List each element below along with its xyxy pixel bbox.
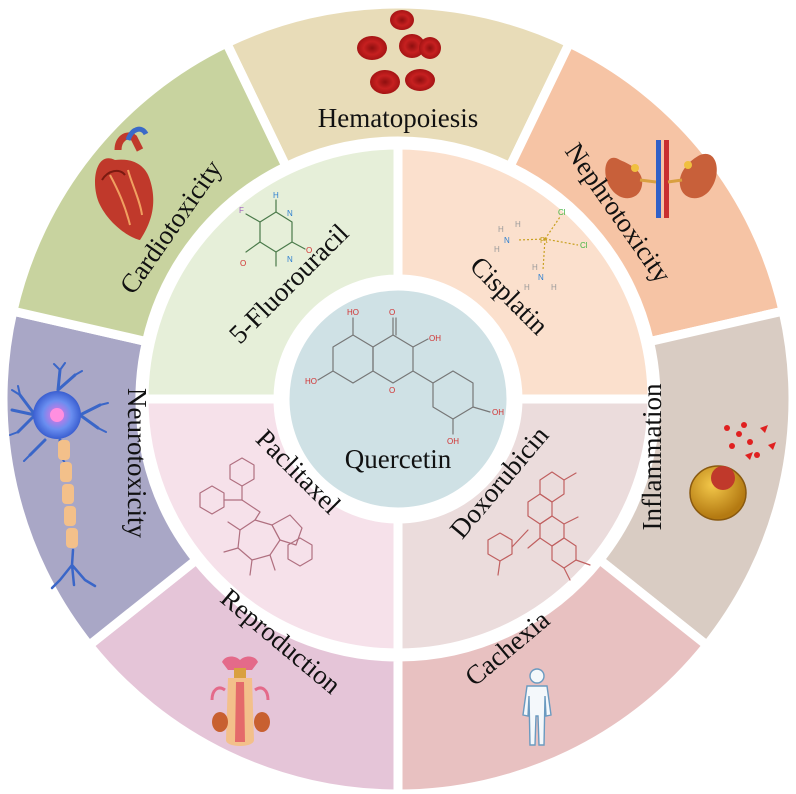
heart-icon xyxy=(95,126,154,240)
svg-text:O: O xyxy=(306,246,312,255)
fluorouracil-atoms: F H N O N O xyxy=(239,191,312,268)
label-neurotoxicity: Neurotoxicity xyxy=(122,388,152,538)
doxorubicin-structure xyxy=(487,471,591,581)
svg-text:Cl: Cl xyxy=(558,208,566,217)
inner-segment-doxorubicin xyxy=(393,394,657,658)
inner-segment-paclitaxel xyxy=(139,394,403,658)
svg-text:N: N xyxy=(538,273,544,282)
svg-text:N: N xyxy=(504,236,510,245)
svg-text:HO: HO xyxy=(305,377,317,386)
svg-text:OH: OH xyxy=(429,334,441,343)
svg-text:F: F xyxy=(239,206,244,215)
inner-segment-cisplatin xyxy=(393,140,657,404)
svg-text:OH: OH xyxy=(492,408,504,417)
svg-text:HO: HO xyxy=(347,308,359,317)
red-blood-cells-icon xyxy=(357,10,441,94)
svg-text:OH: OH xyxy=(447,437,459,446)
inner-ring xyxy=(139,140,657,658)
svg-text:H: H xyxy=(551,283,557,292)
reproductive-organ-icon xyxy=(210,656,270,746)
svg-text:O: O xyxy=(389,386,395,395)
svg-text:H: H xyxy=(494,245,500,254)
label-inflammation: Inflammation xyxy=(637,383,667,530)
fluorouracil-structure xyxy=(245,199,306,267)
svg-text:H: H xyxy=(273,191,279,200)
inner-segment-fluorouracil xyxy=(139,140,403,404)
svg-text:Cl: Cl xyxy=(580,241,588,250)
svg-text:H: H xyxy=(498,225,504,234)
svg-text:Pt: Pt xyxy=(540,236,548,245)
svg-text:N: N xyxy=(287,255,293,264)
quercetin-structure xyxy=(317,317,491,435)
inflamed-cell-icon xyxy=(689,422,776,521)
neuron-icon xyxy=(9,362,109,590)
svg-text:H: H xyxy=(532,263,538,272)
svg-text:H: H xyxy=(524,283,530,292)
svg-text:N: N xyxy=(287,209,293,218)
svg-text:O: O xyxy=(389,308,395,317)
center-label: Quercetin xyxy=(345,444,452,474)
svg-text:H: H xyxy=(515,220,521,229)
human-body-icon xyxy=(522,668,552,746)
svg-text:O: O xyxy=(240,259,246,268)
cisplatin-structure: Pt Cl Cl N N H H H H H H xyxy=(494,208,588,292)
paclitaxel-structure xyxy=(199,457,313,576)
kidneys-icon xyxy=(605,140,717,218)
quercetin-atoms: O HO OH HO O OH OH xyxy=(305,308,504,446)
label-hematopoiesis: Hematopoiesis xyxy=(318,103,478,133)
